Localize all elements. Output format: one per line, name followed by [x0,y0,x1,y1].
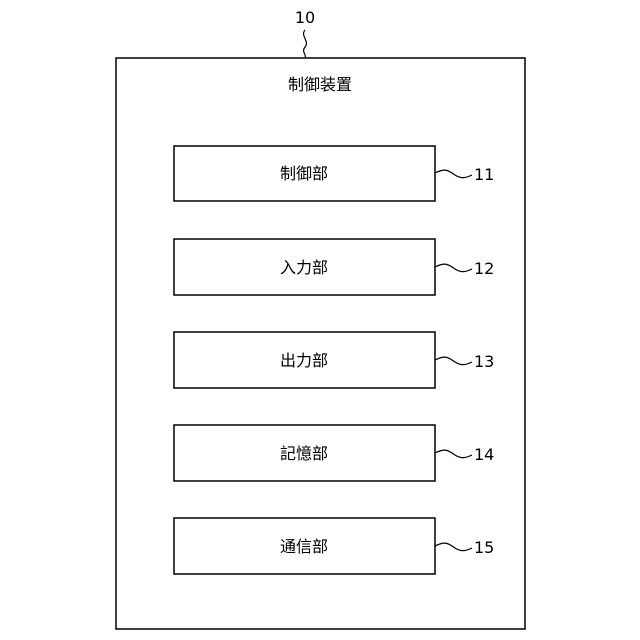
unit-label: 出力部 [280,351,328,370]
unit-label: 入力部 [280,258,328,277]
unit-label: 制御部 [280,164,328,183]
unit-ref-number: 13 [474,352,494,371]
unit-ref-number: 12 [474,259,494,278]
unit-ref-number: 11 [474,165,494,184]
unit-label: 記憶部 [280,444,328,463]
device-ref-number: 10 [295,8,315,27]
unit-label: 通信部 [280,537,328,556]
device-ref-leader [304,30,307,58]
unit-ref-number: 15 [474,538,494,557]
unit-ref-number: 14 [474,445,494,464]
device-title: 制御装置 [288,75,352,94]
